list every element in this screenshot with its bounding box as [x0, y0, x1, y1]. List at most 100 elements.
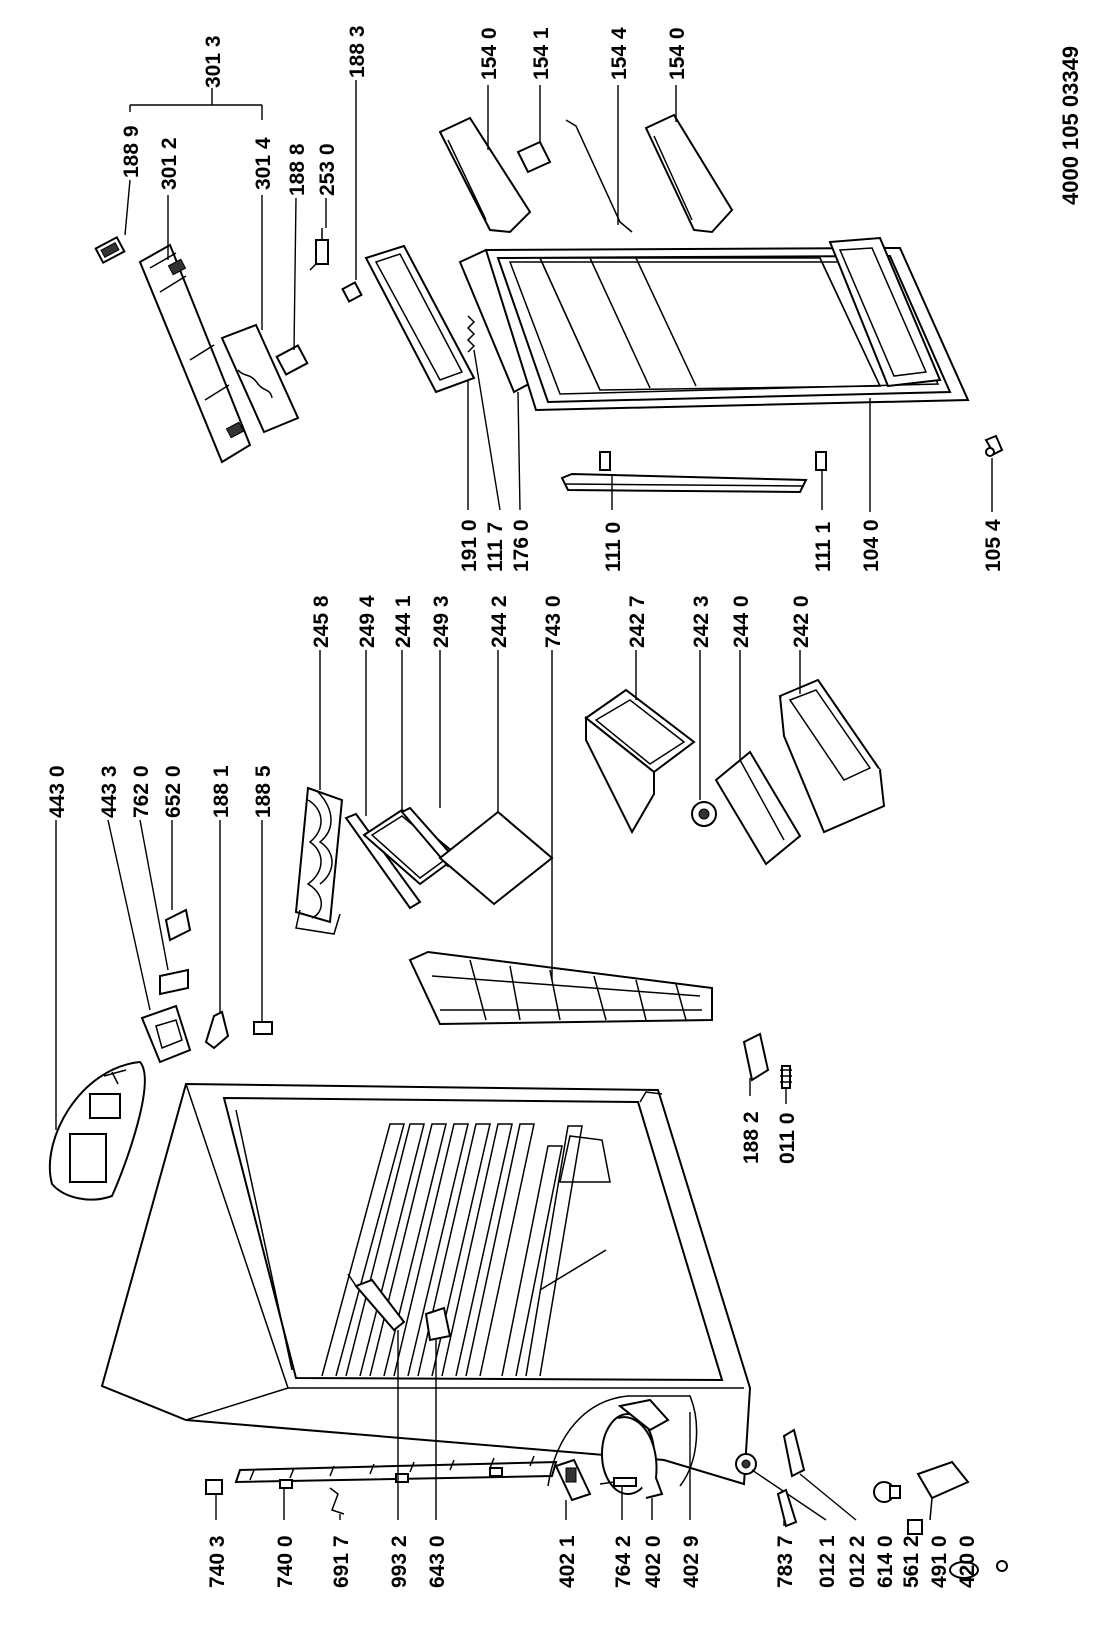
label-191-0: 191 0: [458, 519, 481, 572]
part-188-5: [253, 1021, 273, 1035]
label-244-0: 244 0: [730, 595, 753, 648]
label-176-0: 176 0: [510, 519, 533, 572]
control-panel-group: [94, 80, 363, 464]
label-188-8: 188 8: [286, 143, 309, 196]
label-012-1: 012 1: [816, 1535, 839, 1588]
label-154-0-a: 154 0: [478, 27, 501, 80]
label-402-0: 402 0: [642, 1535, 665, 1588]
screw-011-0: [780, 1065, 792, 1089]
label-188-2: 188 2: [740, 1111, 763, 1164]
label-154-4: 154 4: [608, 27, 631, 80]
tube-783-7: [776, 1488, 798, 1528]
bar-111-0: [560, 472, 808, 494]
badge-188-9: [94, 235, 126, 265]
bracket-188-2: [742, 1032, 770, 1082]
grommet-012-1: [735, 1453, 757, 1475]
door-group: [364, 85, 1004, 512]
label-188-3: 188 3: [346, 25, 369, 78]
tube-012-2: [782, 1428, 806, 1478]
tube-764-2: [599, 1477, 637, 1487]
glass-shelf-244-0: [714, 750, 802, 866]
part-253-0: [309, 228, 329, 271]
knob-242-3: [691, 801, 717, 827]
label-561-2: 561 2: [900, 1535, 923, 1588]
label-301-3: 301 3: [202, 35, 225, 88]
compressor-402-0: [601, 1413, 664, 1499]
clip-691-7: [329, 1487, 345, 1515]
label-402-9: 402 9: [680, 1535, 703, 1588]
door-104-0: [484, 236, 970, 412]
condenser-740-0: [234, 1455, 558, 1489]
label-154-0-b: 154 0: [666, 27, 689, 80]
lamp-holder-652-0: [164, 908, 192, 942]
part-188-3: [341, 281, 363, 303]
document-number: 4000 105 03349: [1058, 46, 1083, 205]
part-491-0: [916, 1460, 970, 1521]
spring-111-7: [466, 315, 476, 353]
label-762-0: 762 0: [130, 765, 153, 818]
label-420-0: 420 0: [956, 1535, 979, 1588]
cabinet-group: [48, 819, 1008, 1579]
control-panel-301-2: [138, 243, 252, 464]
label-105-4: 105 4: [982, 519, 1005, 572]
hinge-105-4: [984, 434, 1004, 457]
bracket-111-1: [815, 451, 827, 471]
label-740-0: 740 0: [274, 1535, 297, 1588]
label-993-2: 993 2: [388, 1535, 411, 1588]
part-643-0: [424, 1306, 452, 1342]
door-shelf-154-0-a: [438, 116, 532, 234]
label-443-0: 443 0: [46, 765, 69, 818]
cabinet-body: [100, 1082, 752, 1486]
crisper-242-7: [584, 688, 696, 835]
sensor-993-2: [347, 1273, 406, 1332]
label-242-0: 242 0: [790, 595, 813, 648]
label-154-1: 154 1: [530, 27, 553, 80]
label-253-0: 253 0: [316, 143, 339, 196]
decor-panel-301-4: [220, 323, 300, 434]
part-402-9: [617, 1398, 670, 1432]
label-188-1: 188 1: [210, 765, 233, 818]
bracket-111-0a: [599, 451, 611, 471]
label-104-0: 104 0: [860, 519, 883, 572]
shelves-group: [294, 650, 886, 1026]
bracket-188-1: [204, 1010, 230, 1050]
label-614-0: 614 0: [874, 1535, 897, 1588]
fan-cover-443-3: [140, 1004, 192, 1064]
label-242-7: 242 7: [626, 595, 649, 648]
cabinet-shelf-supports: [321, 1123, 583, 1377]
label-691-7: 691 7: [330, 1535, 353, 1588]
label-764-2: 764 2: [612, 1535, 635, 1588]
cover-743-0: [408, 950, 713, 1026]
label-244-2: 244 2: [488, 595, 511, 648]
plate-188-8: [275, 344, 309, 376]
glass-shelf-244-2: [438, 810, 554, 906]
part-154-1: [516, 140, 552, 174]
label-491-0: 491 0: [928, 1535, 951, 1588]
crisper-242-0: [778, 678, 886, 834]
label-111-7: 111 7: [484, 522, 507, 572]
fan-assembly-443-0: [48, 1060, 146, 1201]
label-652-0: 652 0: [162, 765, 185, 818]
label-242-3: 242 3: [690, 595, 713, 648]
label-011-0: 011 0: [776, 1113, 799, 1164]
label-740-3: 740 3: [206, 1535, 229, 1588]
label-643-0: 643 0: [426, 1535, 449, 1588]
label-111-1: 111 1: [812, 521, 835, 572]
label-111-0: 111 0: [602, 522, 625, 572]
label-301-4: 301 4: [252, 137, 275, 190]
label-244-1: 244 1: [392, 595, 415, 648]
wine-rack-245-8: [294, 786, 344, 935]
label-188-5: 188 5: [252, 765, 275, 818]
block-762-0: [159, 968, 189, 996]
relay-402-1: [554, 1458, 592, 1502]
label-012-2: 012 2: [846, 1535, 869, 1588]
part-420-0: [949, 1560, 1008, 1579]
part-740-3: [205, 1479, 223, 1495]
label-783-7: 783 7: [774, 1535, 797, 1588]
door-shelf-154-0-b: [644, 113, 734, 234]
part-614-0: [873, 1481, 901, 1503]
label-249-3: 249 3: [430, 595, 453, 648]
label-249-4: 249 4: [356, 595, 379, 648]
